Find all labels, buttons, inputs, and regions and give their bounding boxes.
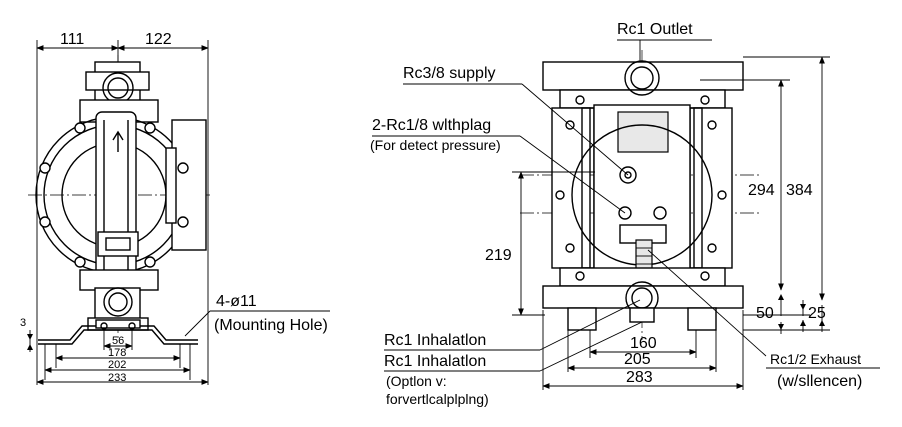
side-body [551, 104, 733, 281]
dim-294: 294 [748, 182, 775, 199]
dim-3: 3 [20, 317, 26, 329]
label-detect-port: 2-Rc1/8 wlthplag [372, 117, 491, 134]
dim-111: 111 [60, 31, 84, 48]
label-inhalation-option: Rc1 Inhalatlon [384, 353, 486, 370]
dim-25: 25 [808, 305, 826, 322]
label-outlet: Rc1 Outlet [617, 21, 693, 38]
dim-50: 50 [756, 305, 774, 322]
dim-233: 233 [108, 372, 126, 384]
label-inhalation: Rc1 Inhalatlon [384, 332, 486, 349]
dim-205: 205 [624, 351, 651, 368]
front-view: 111 122 56 178 202 233 3 4-ø11 (Mounting… [20, 31, 330, 385]
front-bolts [39, 122, 189, 268]
dim-202: 202 [108, 359, 126, 371]
dim-219: 219 [485, 247, 512, 264]
label-exhaust: Rc1/2 Exhaust [770, 351, 861, 367]
label-silencer: (w/sllencen) [777, 373, 862, 390]
front-housing [35, 111, 207, 283]
bolt-hole-label: 4-ø11 [216, 293, 257, 310]
dim-178: 178 [108, 347, 126, 359]
label-option-line1: (Optlon v: [386, 373, 447, 389]
mounting-hole-label: (Mounting Hole) [214, 317, 328, 334]
dim-122: 122 [145, 31, 172, 48]
side-inlet-manifold [542, 267, 744, 331]
side-outlet-manifold [542, 60, 744, 109]
dim-160: 160 [630, 335, 657, 352]
label-supply: Rc3/8 supply [403, 65, 496, 82]
dim-384: 384 [786, 182, 813, 199]
label-option-line2: forvertlcalplplng) [386, 391, 489, 407]
side-view: 294 384 50 25 219 160 205 283 [370, 21, 880, 407]
dim-283: 283 [626, 369, 653, 386]
dim-56: 56 [112, 335, 124, 347]
label-detect-note: (For detect pressure) [370, 137, 501, 153]
front-mounting-foot [38, 319, 198, 345]
